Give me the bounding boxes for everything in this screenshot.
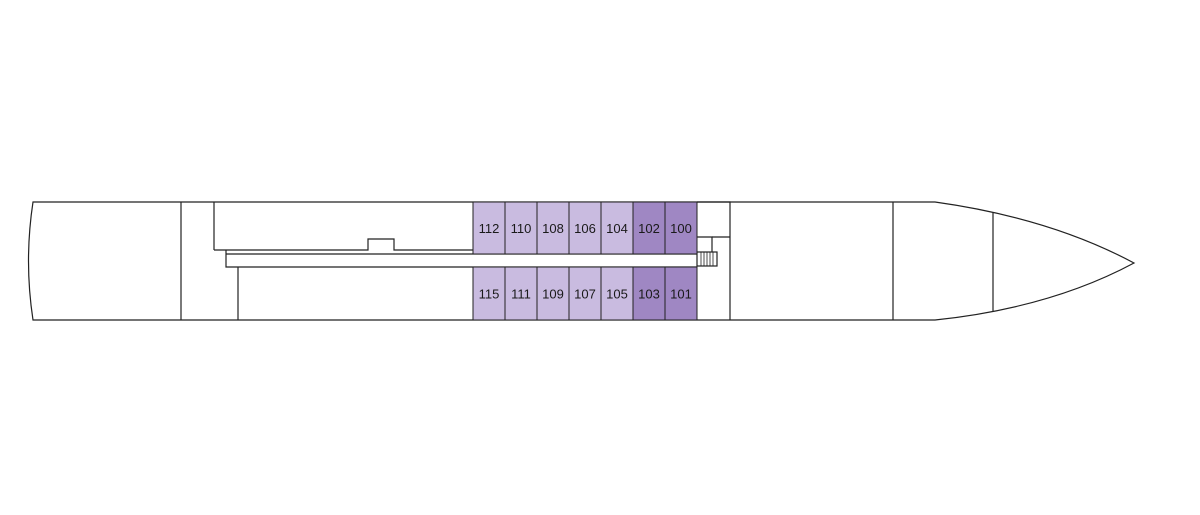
- cabin-103[interactable]: 103: [632, 266, 666, 321]
- cabin-110[interactable]: 110: [504, 201, 538, 255]
- cabin-100[interactable]: 100: [664, 201, 698, 255]
- cabin-104[interactable]: 104: [600, 201, 634, 255]
- hull-outline: [27, 201, 1136, 321]
- cabin-fill: [472, 266, 506, 321]
- cabin-fill: [632, 266, 666, 321]
- cabin-number-label: 106: [574, 221, 596, 236]
- cabin-fill: [600, 266, 634, 321]
- cabins-bottom-row: 115 111 109 107 105 103 101: [472, 266, 698, 321]
- cabin-number-label: 103: [638, 287, 660, 302]
- cabin-number-label: 102: [638, 221, 660, 236]
- cabin-number-label: 100: [670, 221, 692, 236]
- cabin-number-label: 110: [511, 221, 532, 236]
- cabin-fill: [664, 201, 698, 255]
- cabin-fill: [664, 266, 698, 321]
- cabin-115[interactable]: 115: [472, 266, 506, 321]
- cabin-111[interactable]: 111: [504, 266, 538, 321]
- cabin-number-label: 107: [574, 287, 596, 302]
- cabin-107[interactable]: 107: [568, 266, 602, 321]
- cabin-number-label: 115: [479, 287, 500, 302]
- stairway: [696, 251, 718, 267]
- cabin-112[interactable]: 112: [472, 201, 506, 255]
- cabin-fill: [536, 266, 570, 321]
- cabin-fill: [632, 201, 666, 255]
- cabin-fill: [472, 201, 506, 255]
- cabin-number-label: 101: [670, 287, 692, 302]
- upper-lounge-outline: [214, 238, 473, 251]
- cabin-number-label: 105: [606, 287, 628, 302]
- service-rooms: [697, 201, 731, 320]
- cabin-105[interactable]: 105: [600, 266, 634, 321]
- cabin-number-label: 111: [511, 287, 531, 302]
- cabin-106[interactable]: 106: [568, 201, 602, 255]
- cabin-number-label: 108: [542, 221, 564, 236]
- cabin-fill: [600, 201, 634, 255]
- cabin-number-label: 112: [479, 221, 500, 236]
- cabin-101[interactable]: 101: [664, 266, 698, 321]
- cabins-top-row: 112 110 108 106 104 102 100: [472, 201, 698, 255]
- cabin-number-label: 109: [542, 287, 564, 302]
- cabin-number-label: 104: [606, 221, 628, 236]
- cabin-102[interactable]: 102: [632, 201, 666, 255]
- cabin-108[interactable]: 108: [536, 201, 570, 255]
- cabin-fill: [568, 266, 602, 321]
- cabin-109[interactable]: 109: [536, 266, 570, 321]
